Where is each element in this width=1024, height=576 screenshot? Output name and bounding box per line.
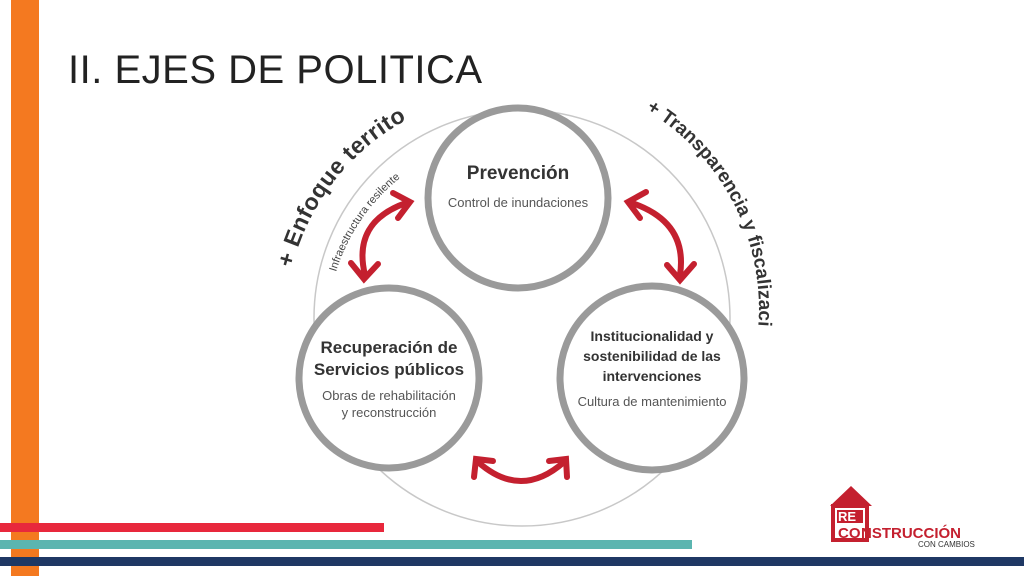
node-institucionalidad-title-1: Institucionalidad y <box>590 328 714 344</box>
node-recuperacion: Recuperación de Servicios públicos Obras… <box>299 337 479 421</box>
node-circle-institucionalidad <box>556 282 748 474</box>
stripe-teal <box>0 540 692 549</box>
node-circle-prevencion <box>424 104 612 292</box>
node-institucionalidad-subtitle: Cultura de mantenimiento <box>577 394 727 409</box>
stripe-navy <box>0 557 1024 566</box>
logo-construccion-text: NSTRUCCIÓN <box>861 524 961 542</box>
node-recuperacion-title-2: Servicios públicos <box>313 360 465 379</box>
arrow-bottom-icon <box>471 455 570 484</box>
node-institucionalidad: Institucionalidad y sostenibilidad de la… <box>558 326 746 409</box>
node-recuperacion-title-1: Recuperación de <box>320 338 458 357</box>
stripe-red <box>0 523 384 532</box>
node-institucionalidad-title-2: sostenibilidad de las <box>583 348 721 364</box>
node-recuperacion-subtitle-2: y reconstrucción <box>341 405 437 420</box>
node-prevencion-title: Prevención <box>466 163 570 184</box>
node-institucionalidad-title-3: intervenciones <box>602 368 702 384</box>
arrow-left-icon <box>348 190 415 284</box>
arrow-right-icon <box>623 189 697 285</box>
arc-right-label: + Transparencia y fiscalización <box>0 0 775 327</box>
logo-re-text: RE <box>838 509 856 524</box>
node-recuperacion-subtitle-1: Obras de rehabilitación <box>322 388 456 403</box>
node-circle-recuperacion <box>295 284 483 472</box>
reconstruccion-logo: RE CO NSTRUCCIÓN CON CAMBIOS <box>830 486 975 549</box>
slide-title: II. EJES DE POLITICA <box>68 48 483 92</box>
logo-tagline: CON CAMBIOS <box>918 540 975 549</box>
left-accent-bar <box>11 0 39 576</box>
node-prevencion-subtitle: Control de inundaciones <box>447 195 589 210</box>
logo-co-text: CO <box>838 525 861 542</box>
node-prevencion: Prevención Control de inundaciones <box>428 163 608 210</box>
